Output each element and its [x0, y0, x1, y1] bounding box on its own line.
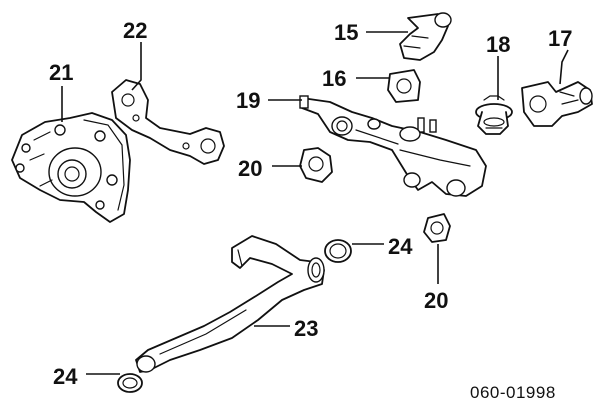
callout-21: 21: [49, 60, 73, 85]
callout-20-left: 20: [238, 156, 262, 181]
callout-15: 15: [334, 20, 358, 45]
bypass-pipe[interactable]: [135, 235, 325, 373]
callout-17: 17: [548, 26, 572, 51]
leader-lines: [61, 31, 569, 375]
diagram-code: 060-01998: [470, 383, 556, 402]
callout-22: 22: [123, 18, 147, 43]
callout-24-upper: 24: [388, 234, 413, 259]
thermostat-housing[interactable]: [521, 81, 593, 127]
callouts: 22 21 15 16 18 17 19 20 24 20 23 24 060-…: [49, 18, 572, 402]
gasket-left[interactable]: [299, 147, 333, 183]
gasket-upper[interactable]: [387, 69, 421, 103]
o-ring-upper[interactable]: [324, 239, 352, 263]
callout-24-lower: 24: [53, 364, 78, 389]
gasket-right[interactable]: [423, 213, 451, 243]
water-outlet-pipe[interactable]: [299, 95, 487, 197]
water-pump-gasket[interactable]: [111, 79, 225, 165]
thermostat[interactable]: [475, 95, 513, 135]
o-ring-lower[interactable]: [117, 373, 143, 393]
callout-16: 16: [322, 66, 346, 91]
callout-18: 18: [486, 32, 510, 57]
callout-23: 23: [294, 316, 318, 341]
water-pump[interactable]: [11, 112, 131, 223]
water-inlet-hose[interactable]: [399, 12, 452, 61]
callout-19: 19: [236, 88, 260, 113]
callout-20-right: 20: [424, 288, 448, 313]
